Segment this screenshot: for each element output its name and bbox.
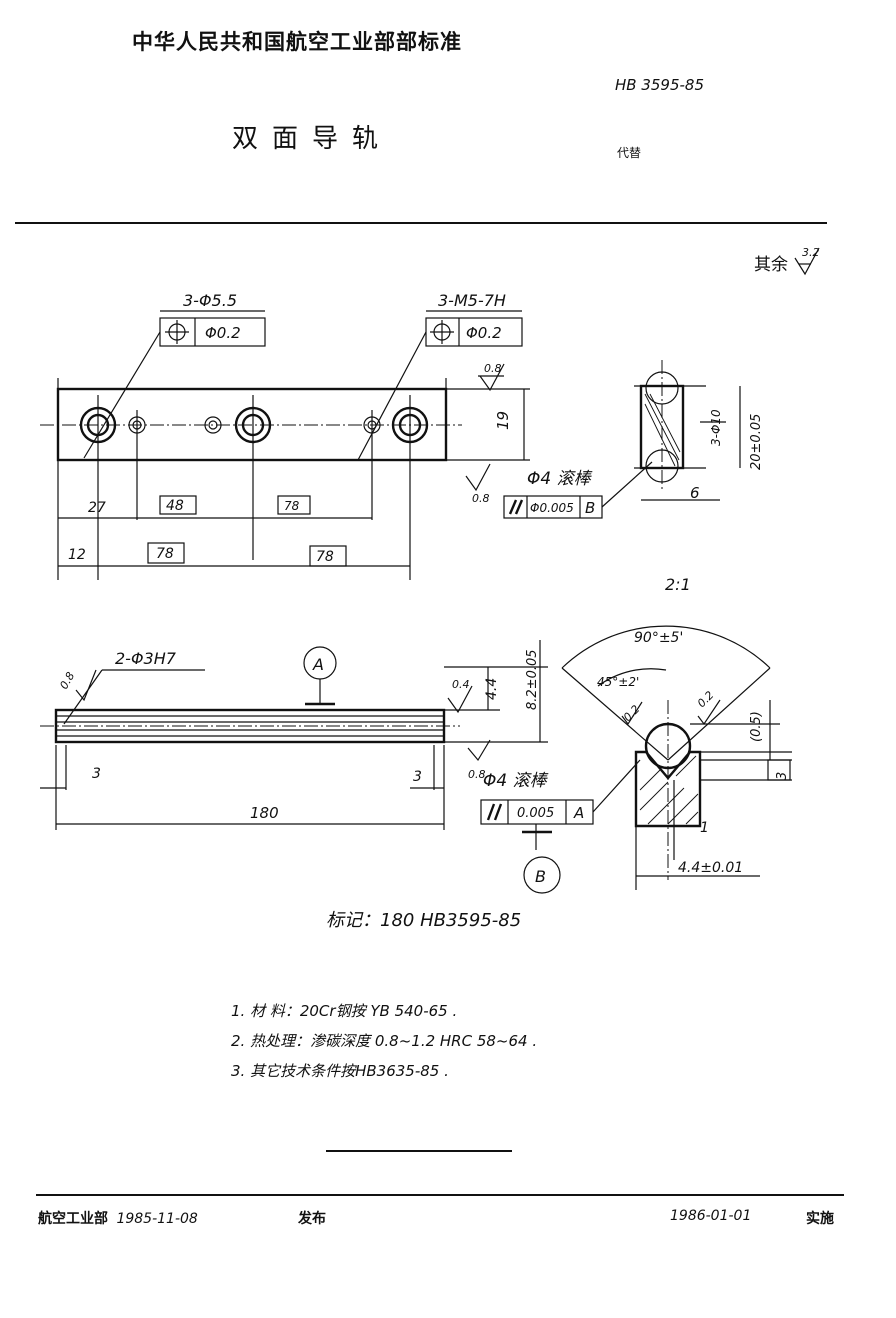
issue-label: 发布 xyxy=(298,1211,326,1227)
datum-a: A xyxy=(312,655,324,674)
frame-2-value: Φ0.2 xyxy=(466,324,502,342)
parallel-datum-front: A xyxy=(573,804,584,822)
detail-rough-2: 0.2 xyxy=(695,689,717,711)
front-dim-8-2: 8.2±0.05 xyxy=(525,649,540,710)
roughness-symbol-icon: 3.2 xyxy=(794,246,820,276)
rough-front-left: 0.8 xyxy=(57,670,77,692)
rough-front-right-top: 0.4 xyxy=(452,678,470,691)
end-width: 6 xyxy=(690,484,700,502)
roller-label-front: Φ4 滚棒 xyxy=(483,771,549,791)
issuing-organization: 中华人民共和国航空工业部部标准 xyxy=(132,30,462,54)
parallel-tolerance-top: Φ0.005 xyxy=(530,501,574,515)
dim-48: 48 xyxy=(166,498,184,514)
angle-90: 90°±5' xyxy=(634,630,683,646)
angle-45: 45°±2' xyxy=(597,675,639,689)
top-view: 3-Φ5.5 Φ0.2 3-M5-7H Φ0.2 0.8 19 0.8 Φ4 滚… xyxy=(40,291,653,580)
dim-78b: 78 xyxy=(156,546,174,562)
height-dim: 19 xyxy=(494,411,512,430)
hole-note-2: 3-M5-7H xyxy=(438,291,506,310)
roughness-rest-note: 其余 3.2 xyxy=(754,246,821,276)
dim-78c: 78 xyxy=(316,549,334,565)
detail-view: 90°±5' 45°±2' 0.2 0.2 (0.5) 3 1 4.4±0.01 xyxy=(561,625,792,890)
position-symbol-icon xyxy=(165,320,189,344)
front-dim-4-4: 4.4 xyxy=(484,678,500,700)
dim-12: 12 xyxy=(68,547,86,563)
end-view: 3-Φ10 20±0.05 6 xyxy=(634,360,764,502)
position-symbol-icon xyxy=(430,320,454,344)
note-item: 3. 其它技术条件按HB3635-85 . xyxy=(231,1062,449,1080)
roughness-symbol-icon xyxy=(465,463,491,492)
roughness-symbol-icon xyxy=(75,669,97,702)
roughness-symbol-icon xyxy=(467,739,491,762)
dim-78a: 78 xyxy=(284,499,300,513)
parallel-datum-top: B xyxy=(585,499,595,517)
front-view: 0.8 2-Φ3H7 A 0.4 4.4 8.2±0.05 0.8 3 3 18… xyxy=(40,640,641,894)
replaces-label: 代替 xyxy=(617,146,642,160)
header-divider xyxy=(15,222,827,224)
issuer-block: 航空工业部 1985-11-08 xyxy=(38,1208,198,1228)
parallel-symbol-icon xyxy=(486,803,503,821)
roughness-symbol-icon xyxy=(479,363,505,392)
front-dim-3-left: 3 xyxy=(92,766,101,782)
issuer: 航空工业部 xyxy=(38,1211,108,1227)
parallel-tolerance-front: 0.005 xyxy=(517,806,554,821)
parallel-symbol-icon xyxy=(508,499,524,515)
roller-label-top: Φ4 滚棒 xyxy=(527,469,593,489)
front-length: 180 xyxy=(250,804,279,822)
roughness-top: 0.8 xyxy=(484,362,502,375)
marking-label: 标记：180 HB3595-85 xyxy=(326,910,522,931)
dim-27: 27 xyxy=(88,500,106,516)
hole-note-1: 3-Φ5.5 xyxy=(183,291,237,310)
detail-dim-4-4: 4.4±0.01 xyxy=(678,860,743,876)
frame-1-value: Φ0.2 xyxy=(205,324,241,342)
scale-label: 2:1 xyxy=(665,575,691,594)
technical-notes: 1. 材 料：20Cr钢按 YB 540-65 . 2. 热处理：渗碳深度 0.… xyxy=(231,1000,537,1090)
effective-label: 实施 xyxy=(806,1211,834,1227)
detail-dim-0-5: (0.5) xyxy=(749,711,764,742)
roughness-symbol-icon xyxy=(447,685,473,714)
datum-b: B xyxy=(535,867,546,886)
front-dim-3-right: 3 xyxy=(413,769,422,785)
footer-divider xyxy=(36,1194,844,1196)
standard-code: HB 3595-85 xyxy=(615,76,705,94)
rough-front-right-bottom: 0.8 xyxy=(468,768,486,781)
issue-date: 1985-11-08 xyxy=(116,1211,198,1227)
notes-end-rule xyxy=(326,1150,512,1152)
roughness-symbol-icon xyxy=(621,701,643,726)
pin-holes-note: 2-Φ3H7 xyxy=(115,649,177,668)
note-item: 2. 热处理：渗碳深度 0.8~1.2 HRC 58~64 . xyxy=(231,1032,538,1050)
note-item: 1. 材 料：20Cr钢按 YB 540-65 . xyxy=(231,1002,458,1020)
document-title: 双面导轨 xyxy=(232,124,393,154)
threaded-hole xyxy=(204,416,222,434)
roughness-rest-label: 其余 xyxy=(754,255,788,275)
roughness-bottom: 0.8 xyxy=(472,492,490,505)
end-hole-dia: 3-Φ10 xyxy=(709,409,723,446)
effective-date: 1986-01-01 xyxy=(670,1208,752,1224)
datum-b-bubble xyxy=(523,856,561,894)
detail-dim-3: 3 xyxy=(775,772,790,780)
end-height: 20±0.05 xyxy=(749,414,764,470)
detail-dim-1: 1 xyxy=(700,820,709,836)
